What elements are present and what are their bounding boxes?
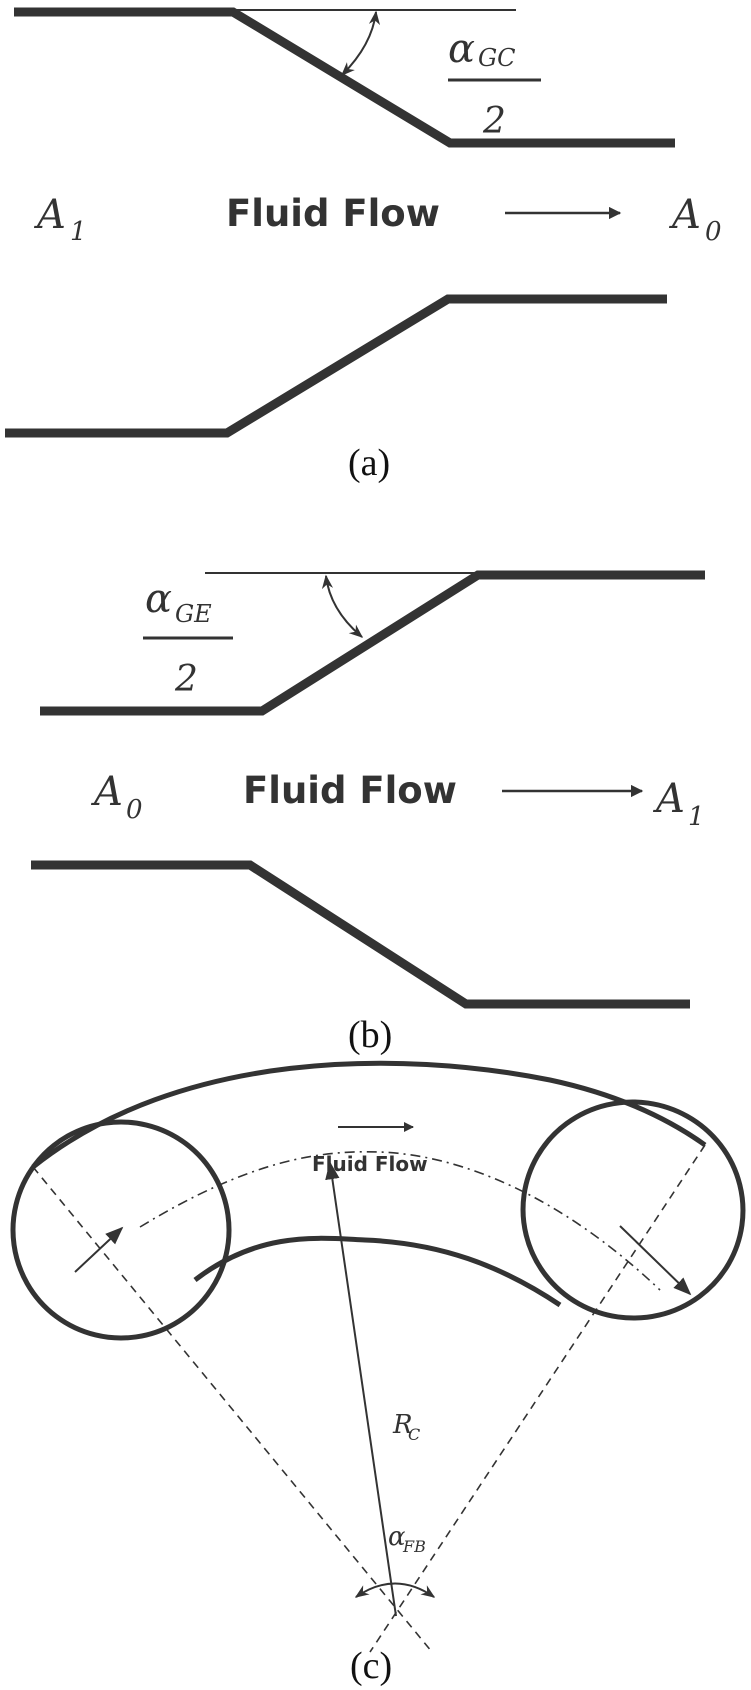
outlet-area-subscript: 1 xyxy=(688,802,705,832)
upper-wall xyxy=(40,570,705,716)
flow-label: Fluid Flow xyxy=(243,769,457,812)
angle-denominator: 2 xyxy=(174,659,198,700)
lower-wall xyxy=(31,860,690,1009)
upper-wall xyxy=(14,7,675,148)
angle-symbol: α xyxy=(448,26,475,72)
outlet-arrow-icon xyxy=(619,1225,692,1296)
inlet-arrow-icon xyxy=(74,1226,124,1273)
angle-denominator: 2 xyxy=(482,101,506,142)
radius-arrow-icon xyxy=(325,1161,397,1617)
angle-arc xyxy=(321,574,364,638)
bend-angle-arc xyxy=(354,1582,436,1598)
inlet-area-label: A xyxy=(33,192,66,238)
inlet-area-subscript: 1 xyxy=(70,217,87,247)
angle-subscript: FB xyxy=(402,1537,426,1556)
outlet-area-subscript: 0 xyxy=(705,217,722,247)
radial-line-right xyxy=(369,1144,706,1653)
outlet-area-label: A xyxy=(668,192,701,238)
panel-caption: (a) xyxy=(348,442,390,484)
panel-c: Fluid Flow R C α FB (c) xyxy=(10,1060,746,1687)
outer-wall xyxy=(31,1060,707,1169)
angle-symbol: α xyxy=(388,1522,406,1552)
outlet-cross-section xyxy=(520,1099,746,1321)
panel-caption: (b) xyxy=(348,1014,392,1056)
panel-b: α GE 2 A 0 Fluid Flow A 1 (b) xyxy=(31,570,705,1056)
inlet-area-label: A xyxy=(90,769,123,815)
angle-subscript: GC xyxy=(478,44,516,72)
inner-wall xyxy=(193,1235,562,1308)
panel-a: α GC 2 A 1 Fluid Flow A 0 (a) xyxy=(5,7,722,484)
angle-arc xyxy=(341,10,381,76)
inlet-area-subscript: 0 xyxy=(126,795,143,825)
panel-caption: (c) xyxy=(350,1645,392,1687)
angle-subscript: GE xyxy=(175,600,212,628)
outlet-area-label: A xyxy=(652,776,685,822)
inlet-cross-section xyxy=(10,1119,232,1341)
flow-label: Fluid Flow xyxy=(226,192,440,235)
angle-symbol: α xyxy=(145,576,172,622)
radius-subscript: C xyxy=(408,1425,420,1444)
radius-symbol: R xyxy=(392,1410,413,1440)
lower-wall xyxy=(5,294,667,438)
